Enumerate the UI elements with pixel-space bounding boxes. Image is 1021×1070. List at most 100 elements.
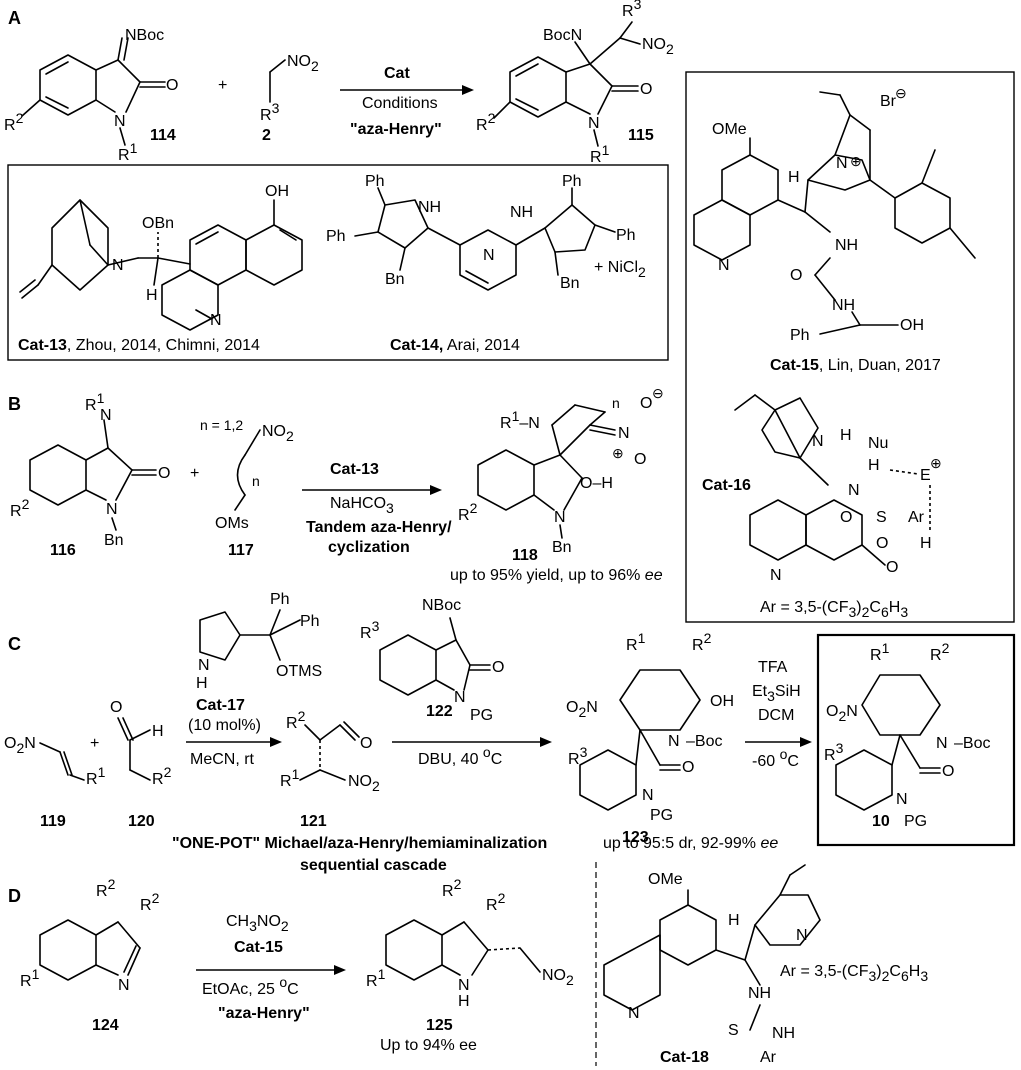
reaction-arrow-c2: DBU, 40 oC: [392, 737, 552, 768]
cat15-caption: Cat-15, Lin, Duan, 2017: [770, 357, 941, 374]
ome-label: OMe: [712, 121, 747, 138]
otms-17: OTMS: [276, 663, 322, 680]
r2-116: R2: [10, 496, 30, 520]
ar-16: Ar: [908, 509, 925, 526]
r3-123: R3: [568, 744, 588, 768]
nh-1: NH: [418, 199, 441, 216]
n-122: N: [454, 689, 466, 706]
o2n-10: O2N: [826, 703, 858, 724]
conditions-c2: DBU, 40 oC: [418, 744, 502, 768]
h-17: H: [196, 675, 208, 692]
reagent-nahco3: NaHCO3: [330, 495, 394, 516]
compound-114: NBoc O N R2 R1 114: [4, 27, 178, 164]
h-16: H: [840, 427, 852, 444]
catalyst-14: Ph Ph NH Bn N Ph Ph NH Bn + NiCl2 Cat-14…: [326, 173, 646, 354]
n-116: N: [100, 407, 112, 424]
o2n-119: O2N: [4, 735, 36, 756]
reaction-name-a: "aza-Henry": [350, 121, 442, 138]
n-118: n: [612, 395, 620, 411]
reaction-arrow-b: Cat-13 NaHCO3 Tandem aza-Henry/ cyclizat…: [302, 461, 452, 556]
o-15: O: [790, 267, 802, 284]
compound-124: R2 R2 N R1 124: [20, 876, 160, 1034]
r1-125: R1: [366, 966, 386, 990]
compound-number-116: 116: [50, 542, 76, 559]
product-box-10: [816, 633, 1016, 847]
o1-16: O: [840, 509, 852, 526]
compound-number-120: 120: [128, 813, 155, 830]
product-no2: NO2: [642, 36, 674, 57]
o2n-123: O2N: [566, 699, 598, 720]
n-10: N: [936, 735, 948, 752]
br-label: Br: [880, 93, 897, 110]
nh-2: NH: [510, 204, 533, 221]
compound-number-115: 115: [628, 127, 654, 144]
no2-121: NO2: [348, 773, 380, 794]
compound-number-117: 117: [228, 542, 254, 559]
ph-17a: Ph: [270, 591, 290, 608]
compound-number-114: 114: [150, 127, 176, 144]
product-nboc: BocN: [543, 27, 582, 44]
reaction-arrow-c1: MeCN, rt: [186, 737, 282, 768]
quinoline-n-16: N: [770, 567, 782, 584]
r2b-125: R2: [486, 890, 506, 914]
compound-10: R1 R2 O2N N –Boc R3 O N PG 10: [824, 640, 990, 830]
r2b-124: R2: [140, 890, 160, 914]
r1-124: R1: [20, 966, 40, 990]
r2-10: R2: [930, 640, 950, 664]
result-c: up to 95:5 dr, 92-99% ee: [603, 835, 778, 852]
s-16: S: [876, 509, 887, 526]
product-n: N: [588, 115, 600, 132]
compound-119: O2N R1 119: [4, 735, 106, 830]
e-16: E: [920, 467, 931, 484]
compound-number-124: 124: [92, 1017, 119, 1034]
h-label: H: [146, 287, 158, 304]
compound-number-125: 125: [426, 1017, 453, 1034]
compound-number-119: 119: [40, 813, 66, 830]
nh-15b: NH: [832, 297, 855, 314]
o3-16: O: [886, 559, 898, 576]
reagent-tfa: TFA: [758, 659, 788, 676]
h2-16: H: [868, 457, 880, 474]
h-120: H: [152, 723, 164, 740]
n2-10: N: [896, 791, 908, 808]
o-116: O: [158, 465, 170, 482]
no2-117: NO2: [262, 423, 294, 444]
solvent-c1: MeCN, rt: [190, 751, 255, 768]
o-minus-charge: ⊖: [652, 385, 664, 401]
n2-16: N: [848, 482, 860, 499]
o-minus-118: O: [640, 395, 652, 412]
cascade-label-1: "ONE-POT" Michael/aza-Henry/hemiaminaliz…: [172, 835, 547, 852]
result-b: up to 95% yield, up to 96% ee: [450, 567, 663, 584]
quinoline-n-15: N: [718, 257, 730, 274]
nu-16: Nu: [868, 435, 888, 452]
product-r1: R1: [590, 142, 610, 166]
no2-125: NO2: [542, 967, 574, 988]
ar-definition-16: Ar = 3,5-(CF3)2C6H3: [760, 599, 908, 620]
reagent-conditions: Conditions: [362, 95, 438, 112]
r1-118: R1–N: [500, 408, 540, 432]
compound-121: R2 O NO2 R1 121: [280, 708, 380, 830]
reagent-ch3no2: CH3NO2: [226, 913, 289, 934]
reaction-arrow-c3: TFA Et3SiH DCM -60 oC: [745, 659, 812, 770]
pyridine-n: N: [483, 247, 495, 264]
catalyst-17: N H Ph Ph OTMS Cat-17 (10 mol%): [188, 591, 322, 734]
ph-3: Ph: [562, 173, 582, 190]
imine-label: NBoc: [125, 27, 164, 44]
r3-label: R3: [260, 100, 280, 124]
section-label-b: B: [8, 394, 21, 414]
br-charge: ⊖: [895, 85, 907, 101]
n-124: N: [118, 977, 130, 994]
cat17-load: (10 mol%): [188, 717, 261, 734]
bn-118: Bn: [552, 539, 572, 556]
h-125: H: [458, 993, 470, 1010]
pg-122: PG: [470, 707, 493, 724]
nh-15a: NH: [835, 237, 858, 254]
o-121: O: [360, 735, 372, 752]
bn-2: Bn: [560, 275, 580, 292]
reaction-arrow-a: Cat Conditions "aza-Henry": [340, 65, 474, 138]
r2-label: R2: [4, 110, 24, 134]
reagent-cat15: Cat-15: [234, 939, 283, 956]
reaction-name-b2: cyclization: [328, 539, 410, 556]
cat14-caption: Cat-14, Arai, 2014: [390, 337, 520, 354]
reaction-name-b1: Tandem aza-Henry/: [306, 519, 452, 536]
